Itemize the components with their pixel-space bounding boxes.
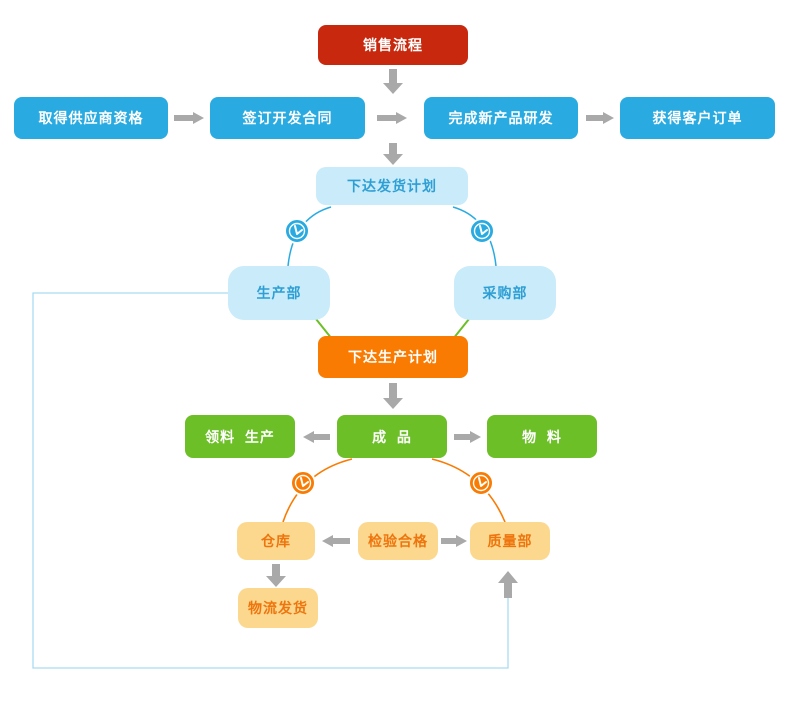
node-sign-development-contract: 签订开发合同 (210, 97, 365, 139)
clock-icon (468, 470, 494, 496)
up-arrow (498, 571, 518, 598)
node-get-customer-order: 获得客户订单 (620, 97, 775, 139)
flow-line (452, 318, 470, 340)
node-logistics-shipping: 物流发货 (238, 588, 318, 628)
down-arrow (383, 69, 403, 94)
node-production-dept: 生产部 (228, 266, 330, 320)
node-warehouse: 仓库 (237, 522, 315, 560)
feedback-line (32, 292, 509, 669)
clock-icon (284, 218, 310, 244)
left-arrow (322, 535, 350, 547)
clock-icon (469, 218, 495, 244)
flow-line (315, 318, 333, 340)
right-arrow (174, 112, 204, 124)
down-arrow (383, 383, 403, 409)
node-quality-dept: 质量部 (470, 522, 550, 560)
node-sales-process: 销售流程 (318, 25, 468, 65)
down-arrow (266, 564, 286, 587)
node-obtain-supplier-qualification: 取得供应商资格 (14, 97, 168, 139)
node-complete-new-product-rnd: 完成新产品研发 (424, 97, 578, 139)
node-inspection-passed: 检验合格 (358, 522, 438, 560)
clock-icon (290, 470, 316, 496)
node-picking-production: 领料 生产 (185, 415, 295, 458)
left-arrow (303, 431, 330, 443)
right-arrow (377, 112, 407, 124)
node-issue-production-plan: 下达生产计划 (318, 336, 468, 378)
right-arrow (586, 112, 614, 124)
node-issue-shipping-plan: 下达发货计划 (316, 167, 468, 205)
node-purchasing-dept: 采购部 (454, 266, 556, 320)
flow-curve (431, 458, 506, 523)
node-finished-goods: 成 品 (337, 415, 447, 458)
down-arrow (383, 143, 403, 165)
right-arrow (454, 431, 481, 443)
node-materials: 物 料 (487, 415, 597, 458)
right-arrow (441, 535, 467, 547)
